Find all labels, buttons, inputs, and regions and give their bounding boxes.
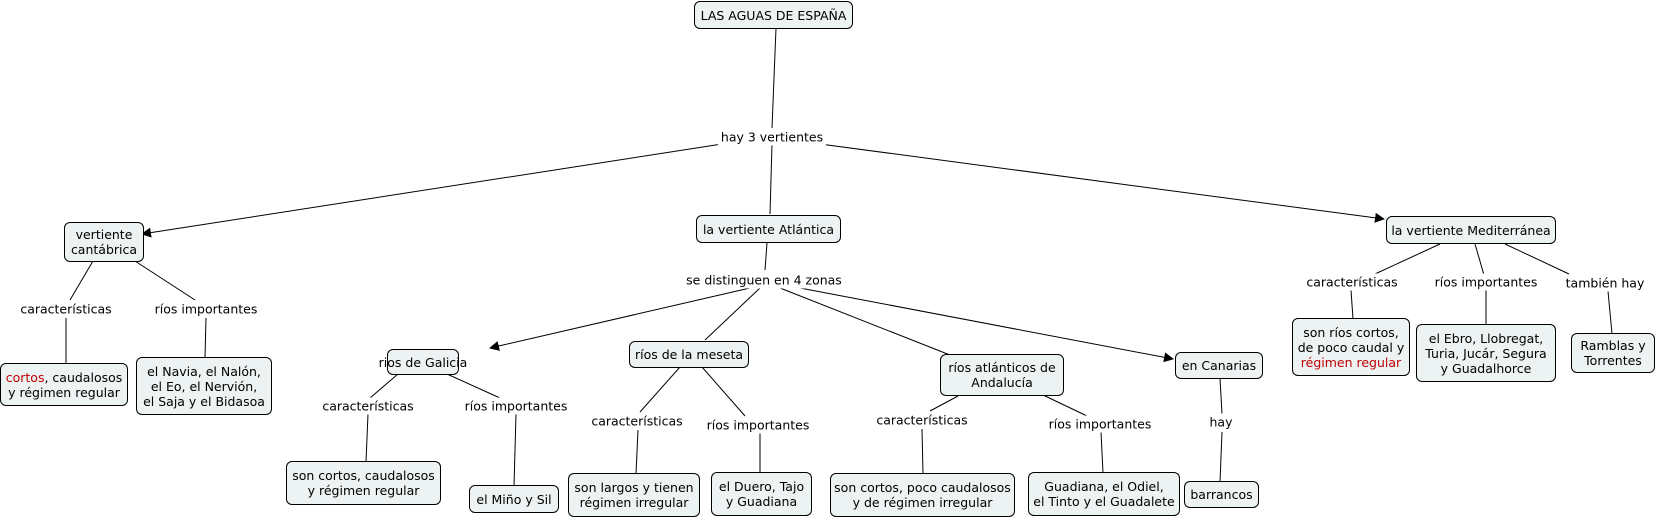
mediterranea-car-label: características — [1303, 273, 1401, 291]
cantabrica-car-node[interactable]: cortos, caudalosos y régimen regular — [0, 363, 128, 406]
mediterranea-rios-label: ríos importantes — [1431, 273, 1541, 291]
cantabrica-title-1: vertiente — [75, 227, 133, 242]
andalucia-rios-node[interactable]: Guadiana, el Odiel, el Tinto y el Guadal… — [1028, 472, 1180, 516]
cantabrica-car-label: características — [17, 300, 115, 318]
cantabrica-node[interactable]: vertiente cantábrica — [64, 222, 144, 262]
cantabrica-title-2: cantábrica — [70, 242, 138, 257]
root-title: LAS AGUAS DE ESPAÑA — [700, 7, 847, 23]
mediterranea-rios-1: el Ebro, Llobregat, — [1428, 330, 1544, 346]
andalucia-car-2: y de régimen irregular — [852, 495, 993, 510]
canarias-link-label: hay — [1206, 413, 1236, 431]
mediterranea-rios-3: y Guadalhorce — [1440, 360, 1532, 376]
meseta-car-1: son largos y tienen — [574, 480, 694, 495]
meseta-car-2: régimen irregular — [579, 495, 689, 510]
meseta-title: ríos de la meseta — [634, 347, 744, 362]
galicia-car-1: son cortos, caudalosos — [292, 468, 435, 483]
andalucia-car-1: son cortos, poco caudalosos — [834, 480, 1011, 495]
mediterranea-tambien-1: Ramblas y — [1580, 338, 1646, 353]
meseta-car-label: características — [588, 412, 686, 430]
andalucia-title-2: Andalucía — [971, 375, 1033, 390]
andalucia-rios-1: Guadiana, el Odiel, — [1044, 479, 1164, 494]
mediterranea-title: la vertiente Mediterránea — [1391, 222, 1551, 238]
cantabrica-rios-1: el Navia, el Nalón, — [147, 363, 261, 379]
cantabrica-rios-node[interactable]: el Navia, el Nalón, el Eo, el Nervión, e… — [136, 357, 272, 415]
andalucia-rios-2: el Tinto y el Guadalete — [1033, 494, 1175, 509]
galicia-rios-node[interactable]: el Miño y Sil — [469, 485, 559, 513]
andalucia-title-1: ríos atlánticos de — [948, 360, 1056, 375]
meseta-car-node[interactable]: son largos y tienen régimen irregular — [568, 473, 700, 517]
galicia-car-label: características — [319, 397, 417, 415]
meseta-node[interactable]: ríos de la meseta — [629, 341, 749, 368]
atlantica-title: la vertiente Atlántica — [702, 221, 835, 237]
mediterranea-tambien-label: también hay — [1562, 274, 1648, 292]
atlantica-node[interactable]: la vertiente Atlántica — [696, 215, 841, 243]
andalucia-node[interactable]: ríos atlánticos de Andalucía — [940, 354, 1064, 396]
mediterranea-rios-2: Turia, Jucár, Segura — [1425, 345, 1547, 361]
galicia-rios-label: ríos importantes — [461, 397, 571, 415]
galicia-rios: el Miño y Sil — [476, 491, 552, 507]
mediterranea-car-1: son ríos cortos, — [1303, 324, 1399, 340]
cantabrica-car-2: y régimen regular — [8, 384, 120, 400]
atlantica-zonas-label: se distinguen en 4 zonas — [683, 271, 845, 289]
cantabrica-rios-2: el Eo, el Nervión, — [150, 378, 258, 394]
meseta-rios-1: el Duero, Tajo — [718, 479, 805, 494]
andalucia-car-node[interactable]: son cortos, poco caudalosos y de régimen… — [830, 473, 1015, 517]
cantabrica-car-rest: , caudalosos — [44, 369, 123, 385]
mediterranea-node[interactable]: la vertiente Mediterránea — [1386, 216, 1556, 244]
mediterranea-car-node[interactable]: son ríos cortos, de poco caudal y régime… — [1292, 318, 1410, 376]
canarias-title: en Canarias — [1181, 358, 1257, 373]
andalucia-rios-label: ríos importantes — [1045, 415, 1155, 433]
cantabrica-car-red: cortos — [5, 369, 45, 385]
meseta-rios-2: y Guadiana — [725, 494, 798, 509]
mediterranea-car-red: régimen regular — [1300, 354, 1402, 370]
andalucia-car-label: características — [873, 411, 971, 429]
canarias-node[interactable]: en Canarias — [1175, 352, 1263, 379]
mediterranea-tambien-2: Torrentes — [1584, 353, 1642, 368]
galicia-node[interactable]: rios de Galicia — [379, 349, 467, 375]
canarias-value: barrancos — [1190, 487, 1253, 502]
cantabrica-rios-label: ríos importantes — [151, 300, 261, 318]
galicia-car-node[interactable]: son cortos, caudalosos y régimen regular — [286, 461, 441, 505]
root-node[interactable]: LAS AGUAS DE ESPAÑA — [694, 1, 853, 29]
mediterranea-rios-node[interactable]: el Ebro, Llobregat, Turia, Jucár, Segura… — [1416, 324, 1556, 382]
mediterranea-car-2: de poco caudal y — [1297, 339, 1405, 355]
canarias-value-node[interactable]: barrancos — [1184, 481, 1259, 508]
cantabrica-rios-3: el Saja y el Bidasoa — [143, 393, 265, 409]
root-link-label: hay 3 vertientes — [717, 128, 827, 146]
meseta-rios-node[interactable]: el Duero, Tajo y Guadiana — [711, 472, 812, 516]
meseta-rios-label: ríos importantes — [703, 416, 813, 434]
galicia-car-2: y régimen regular — [307, 483, 420, 498]
mediterranea-tambien-node[interactable]: Ramblas y Torrentes — [1571, 333, 1655, 373]
galicia-title: rios de Galicia — [378, 354, 468, 370]
